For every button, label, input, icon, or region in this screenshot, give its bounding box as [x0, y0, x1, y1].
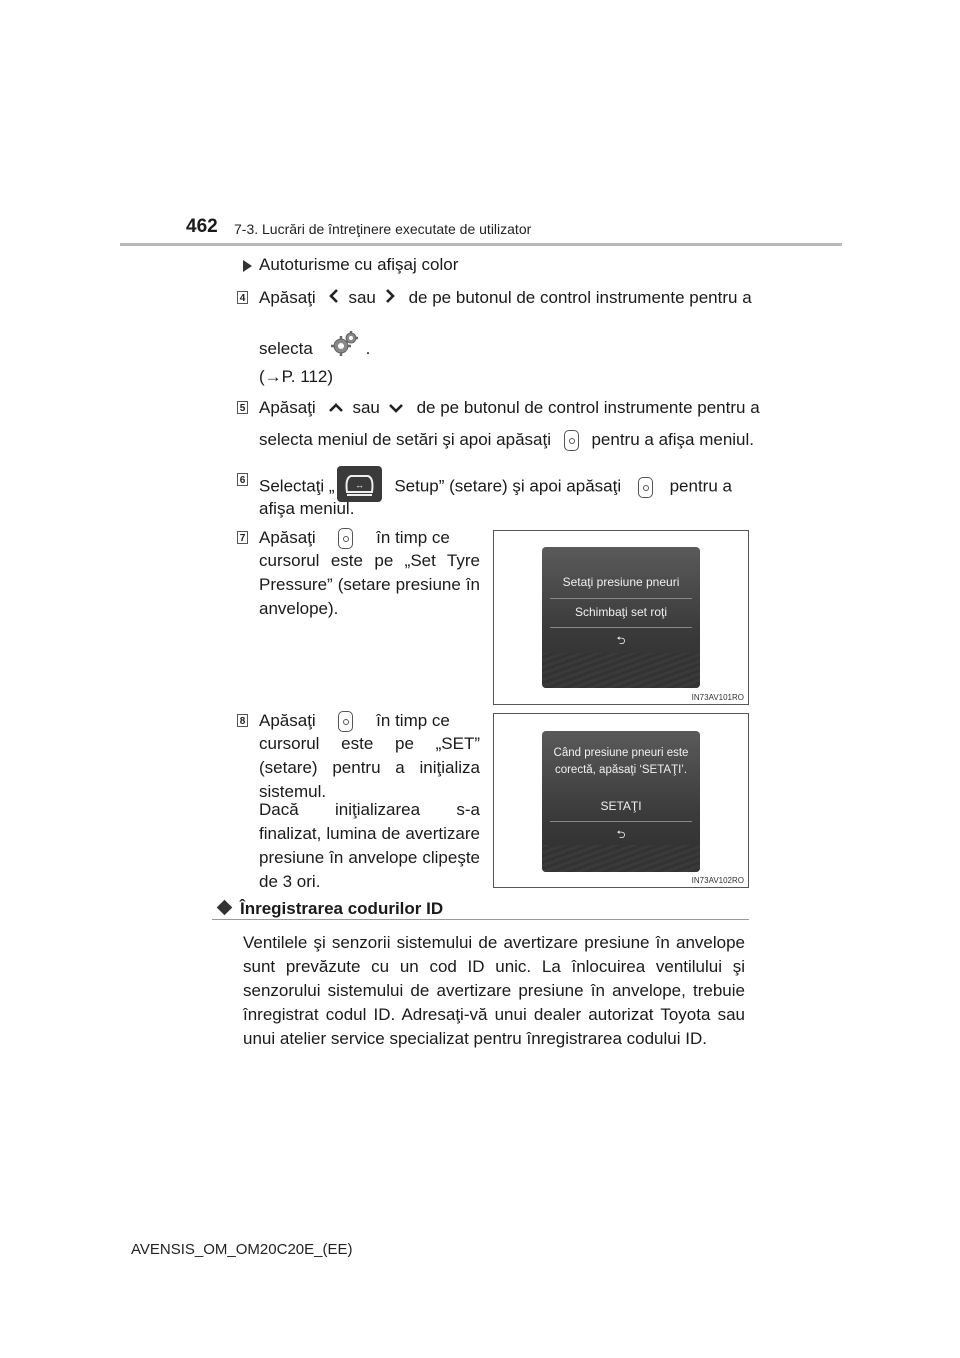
section-title: 7-3. Lucrări de întreţinere executate de…: [234, 221, 532, 237]
step-7-text-a: Apăsaţi: [259, 528, 316, 547]
step-4-line2: selecta .: [259, 330, 370, 365]
figure-1: Setaţi presiune pneuri Schimbaţi set roţ…: [493, 530, 749, 705]
step-6-text-c: pentru a: [669, 476, 732, 496]
display-screen-1: Setaţi presiune pneuri Schimbaţi set roţ…: [542, 547, 700, 688]
ok-button-icon: [637, 476, 653, 498]
menu-item-set-pressure: Setaţi presiune pneuri: [562, 575, 680, 589]
step-5-text-d: selecta meniul de setări şi apoi apăsaţi: [259, 430, 551, 449]
step-number-8: 8: [237, 714, 248, 727]
step-6-text-b: Setup” (setare) şi apoi apăsaţi: [394, 476, 622, 496]
step-8-body: cursorul este pe „SET” (setare) pentru a…: [259, 734, 480, 801]
step-5-text-b: sau: [352, 398, 380, 417]
ok-button-icon: [338, 528, 354, 550]
step-8-line1: Apăsaţi în timp ce: [259, 709, 480, 733]
step-6-line1: Selectaţi „ ↔ Setup” (setare) şi apoi ap…: [259, 466, 746, 505]
ok-button-icon: [563, 430, 579, 452]
step-4-text-b: sau: [348, 288, 376, 307]
step-7-text-b: în timp ce: [376, 528, 450, 547]
chevron-down-icon: [388, 397, 404, 421]
figure-2-code: IN73AV102RO: [691, 876, 744, 885]
svg-text:↔: ↔: [355, 480, 364, 490]
step-4-line1: Apăsaţi sau de pe butonul de control ins…: [259, 286, 752, 311]
header-rule: [120, 243, 842, 246]
step-8-text-b: în timp ce: [376, 711, 450, 730]
back-arrow-icon: ⮌: [616, 829, 626, 841]
step-4-select-text: selecta: [259, 339, 313, 358]
step-7-line1: Apăsaţi în timp ce: [259, 526, 480, 550]
step-number-6: 6: [237, 473, 248, 486]
step-number-7: 7: [237, 531, 248, 544]
display-screen-2: Când presiune pneuri este corectă, apăsa…: [542, 731, 700, 872]
tire-pressure-icon: ↔: [336, 466, 382, 502]
step-6-line2: afişa meniul.: [259, 499, 355, 518]
step-5-line2: selecta meniul de setări şi apoi apăsaţi…: [259, 428, 754, 452]
step-5-text-c: de pe butonul de control instrumente pen…: [416, 398, 760, 417]
intro-text: Autoturisme cu afişaj color: [259, 255, 459, 274]
chevron-left-icon: [328, 287, 340, 311]
page-number: 462: [186, 216, 218, 237]
step-number-4: 4: [237, 291, 248, 304]
diamond-bullet-icon: [216, 899, 233, 916]
chevron-right-icon: [384, 287, 396, 311]
chevron-up-icon: [328, 397, 344, 421]
step-7-body: cursorul este pe „Set Tyre Pressure” (se…: [259, 551, 480, 618]
figure-1-code: IN73AV101RO: [691, 693, 744, 702]
step-4-period: .: [365, 339, 371, 358]
screen-message-line1: Când presiune pneuri este: [553, 747, 689, 759]
step-8-body-2: Dacă iniţializarea s-a finalizat, lumina…: [259, 800, 480, 891]
subsection-heading: Înregistrarea codurilor ID: [216, 899, 444, 919]
step-8-text-a: Apăsaţi: [259, 711, 316, 730]
figure-2: Când presiune pneuri este corectă, apăsa…: [493, 713, 749, 888]
back-arrow-icon: ⮌: [616, 635, 626, 647]
step-4-text-c: de pe butonul de control instrumente pen…: [408, 288, 752, 307]
step-4-text-a: Apăsaţi: [259, 288, 316, 307]
step-5-line1: Apăsaţi sau de pe butonul de control ins…: [259, 396, 760, 421]
step-5-text-e: pentru a afişa meniul.: [591, 430, 755, 449]
step-6-text-a: Selectaţi „: [259, 476, 335, 496]
footer-model-code: AVENSIS_OM_OM20C20E_(EE): [131, 1241, 353, 1258]
settings-gears-icon: [330, 330, 360, 365]
step-4-ref: (→P. 112): [259, 367, 334, 386]
screen-message-line2: corectă, apăsaţi ‘SETAŢI’.: [554, 764, 688, 776]
subsection-rule: [212, 919, 749, 920]
intro-line: Autoturisme cu afişaj color: [243, 253, 458, 277]
ok-button-icon: [338, 711, 354, 733]
menu-item-change-wheel-set: Schimbaţi set roţi: [574, 605, 668, 619]
subsection-title: Înregistrarea codurilor ID: [240, 899, 444, 918]
subsection-body: Ventilele şi senzorii sistemului de aver…: [243, 933, 745, 1048]
step-number-5: 5: [237, 401, 248, 414]
menu-item-set: SETAŢI: [600, 799, 642, 813]
step-5-text-a: Apăsaţi: [259, 398, 316, 417]
triangle-bullet-icon: [243, 259, 252, 272]
